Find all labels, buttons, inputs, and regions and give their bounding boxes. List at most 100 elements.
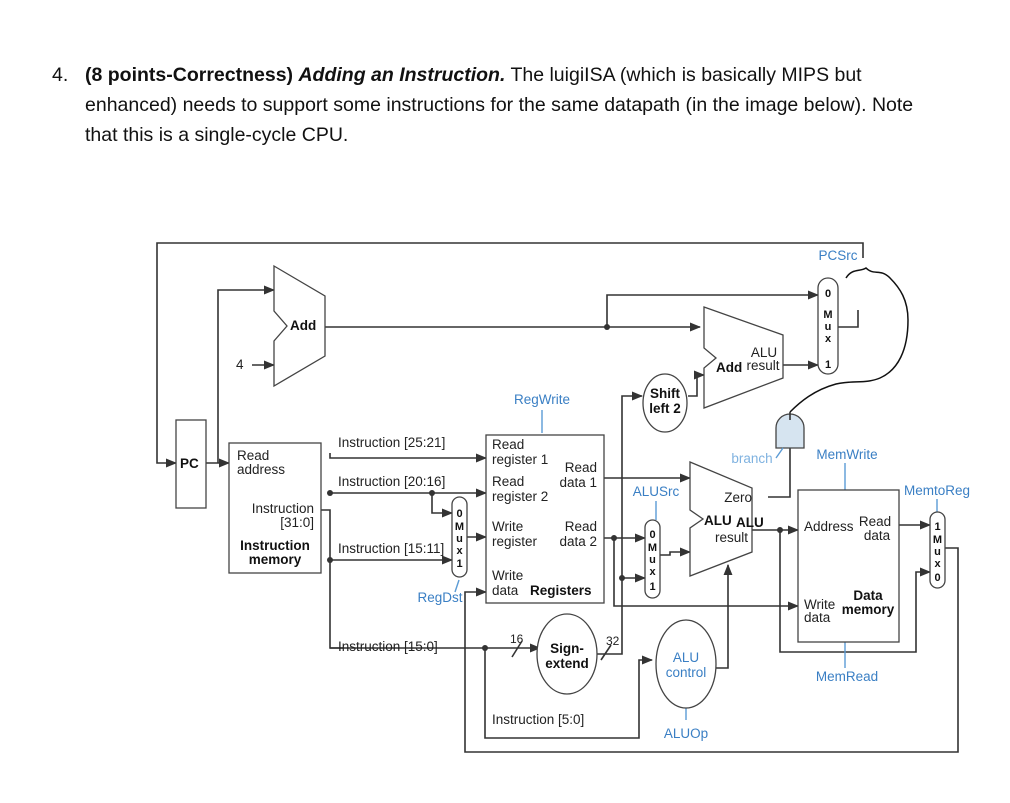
- branch-adder: [703, 306, 784, 409]
- svg-text:M: M: [933, 534, 942, 546]
- imem-instruction-label: Instruction: [252, 501, 314, 516]
- svg-text:Write: Write: [492, 519, 523, 534]
- imem-address-label: address: [237, 462, 285, 477]
- svg-text:Add: Add: [716, 360, 742, 375]
- svg-text:0: 0: [649, 529, 655, 541]
- svg-text:M: M: [823, 309, 832, 321]
- svg-text:16: 16: [510, 632, 524, 646]
- question-title: Adding an Instruction.: [298, 64, 506, 86]
- regdst-mux: [451, 496, 468, 578]
- branch-and-gate: [775, 413, 805, 449]
- wire-instr-5-0: [484, 648, 654, 739]
- imem-memory-label: memory: [249, 552, 302, 567]
- shift-left-2: [642, 373, 688, 433]
- svg-text:Read: Read: [492, 474, 524, 489]
- regwrite-label: RegWrite: [514, 392, 570, 407]
- control-lines: [454, 410, 938, 720]
- svg-text:x: x: [456, 545, 463, 557]
- wire-signext-out: [597, 573, 647, 655]
- svg-text:control: control: [666, 665, 707, 680]
- alusrc-label: ALUSrc: [633, 484, 680, 499]
- wire-pc-plus4-mux: [606, 290, 820, 327]
- svg-text:Address: Address: [804, 519, 854, 534]
- svg-text:32: 32: [606, 634, 620, 648]
- svg-text:Read: Read: [859, 514, 891, 529]
- wire-pc-add: [217, 285, 276, 463]
- wire-instr-25-21: [329, 453, 488, 463]
- svg-text:result: result: [746, 358, 779, 373]
- pc-label: PC: [180, 456, 199, 471]
- wire-writeback: [464, 547, 959, 753]
- svg-text:register 1: register 1: [492, 452, 548, 467]
- svg-text:result: result: [715, 530, 748, 545]
- imem-name-label: Instruction: [240, 538, 310, 553]
- svg-text:x: x: [649, 566, 656, 578]
- pc-adder-label: Add: [290, 318, 316, 333]
- sign-extend: [536, 613, 598, 695]
- svg-text:1: 1: [934, 521, 940, 533]
- question-text: The luigiISA (which is basically MIPS bu…: [85, 64, 914, 146]
- svg-text:x: x: [825, 333, 832, 345]
- wire-alusrc-out: [660, 547, 692, 557]
- svg-text:memory: memory: [842, 602, 895, 617]
- wire-alucontrol-alu: [716, 563, 733, 669]
- pcsrc-mux: [817, 277, 839, 375]
- svg-text:data: data: [804, 610, 831, 625]
- field-15-11-label: Instruction [15:11]: [338, 541, 444, 556]
- wire-shift-add: [688, 370, 706, 397]
- svg-text:u: u: [649, 554, 656, 566]
- question-points: (8 points-Correctness): [85, 64, 294, 86]
- svg-text:u: u: [934, 546, 941, 558]
- svg-text:data: data: [864, 528, 891, 543]
- wire-pc-feedback: [156, 242, 864, 468]
- pc-register: [175, 419, 207, 509]
- alu-zero-label: Zero: [724, 490, 752, 505]
- aluop-label: ALUOp: [664, 726, 708, 741]
- wire-pcsrc-mux-out: [838, 310, 859, 328]
- branch-label: branch: [731, 451, 772, 466]
- memwrite-label: MemWrite: [816, 447, 877, 462]
- imem-bits-label: [31:0]: [280, 515, 314, 530]
- svg-text:register: register: [492, 534, 538, 549]
- field-25-21-label: Instruction [25:21]: [338, 435, 445, 450]
- regdst-label: RegDst: [417, 590, 462, 605]
- constant-four-label: 4: [236, 357, 244, 372]
- question-body: (8 points-Correctness) Adding an Instruc…: [85, 60, 945, 150]
- svg-text:0: 0: [456, 508, 462, 520]
- svg-text:Data: Data: [853, 588, 883, 603]
- svg-text:u: u: [825, 321, 832, 333]
- svg-text:0: 0: [934, 572, 940, 584]
- alusrc-mux: [644, 519, 661, 599]
- field-15-0-label: Instruction [15:0]: [338, 639, 438, 654]
- svg-text:extend: extend: [545, 656, 589, 671]
- svg-text:Sign-: Sign-: [550, 641, 584, 656]
- memtoreg-mux: [929, 511, 946, 589]
- wire-rd2-dmem: [613, 538, 800, 611]
- svg-text:left 2: left 2: [649, 401, 681, 416]
- svg-text:u: u: [456, 533, 463, 545]
- instruction-memory: [228, 442, 322, 574]
- svg-text:register 2: register 2: [492, 489, 548, 504]
- question-number: 4.: [52, 64, 69, 86]
- svg-text:1: 1: [649, 581, 655, 593]
- registers-label: Registers: [530, 583, 592, 598]
- svg-text:data 1: data 1: [559, 475, 597, 490]
- svg-text:Read: Read: [565, 519, 597, 534]
- svg-text:Write: Write: [492, 568, 523, 583]
- svg-text:Read: Read: [492, 437, 524, 452]
- svg-text:ALU: ALU: [736, 515, 764, 530]
- register-file: [485, 434, 605, 604]
- svg-text:Shift: Shift: [650, 386, 680, 401]
- memread-label: MemRead: [816, 669, 878, 684]
- pcsrc-label: PCSrc: [818, 248, 857, 263]
- svg-text:data: data: [492, 583, 519, 598]
- wire-zero-and: [768, 448, 791, 498]
- svg-text:0: 0: [825, 288, 831, 300]
- data-memory: [797, 489, 900, 643]
- svg-text:ALU: ALU: [751, 345, 777, 360]
- svg-text:1: 1: [825, 359, 831, 371]
- pc-adder: [273, 264, 326, 388]
- svg-text:ALU: ALU: [673, 650, 699, 665]
- alu-control: [655, 619, 717, 709]
